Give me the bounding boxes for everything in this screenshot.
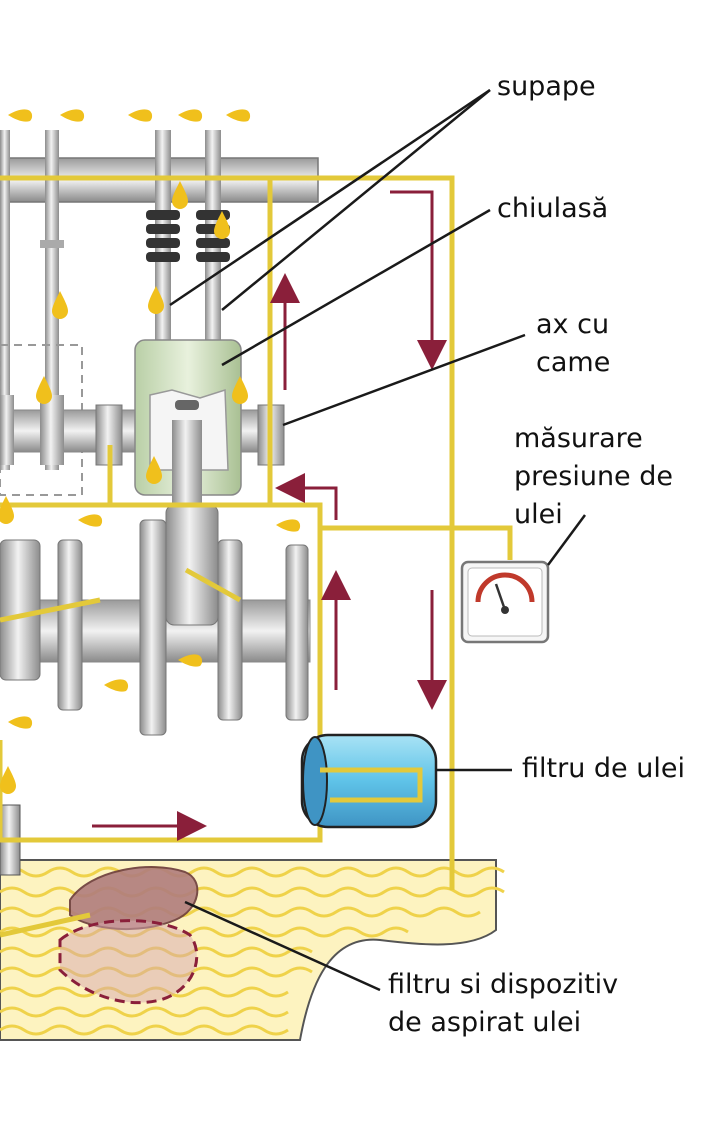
label-cylinder-head: chiulasă xyxy=(497,193,609,224)
oil-drop-icon xyxy=(104,679,129,692)
label-valves: supape xyxy=(497,71,596,102)
label-oil-filter: filtru de ulei xyxy=(522,753,685,784)
oil-drop-icon xyxy=(128,109,153,122)
valves xyxy=(0,130,230,470)
flow-arrows xyxy=(92,190,447,841)
label-pressure-gauge: măsurare presiune de ulei xyxy=(514,423,673,530)
oil-drop-icon xyxy=(60,109,85,122)
leader-lines xyxy=(169,88,587,992)
oil-filter xyxy=(300,733,438,829)
leader-valves-1 xyxy=(169,88,491,307)
label-camshaft: ax cu came xyxy=(536,309,611,378)
label-oil-pickup: filtru si dispozitiv de aspirat ulei xyxy=(388,969,619,1038)
leader-gauge xyxy=(546,514,587,566)
oil-drop-icon xyxy=(0,496,14,524)
valve-exhaust xyxy=(196,130,230,350)
leader-valves-2 xyxy=(221,89,491,311)
pressure-gauge-icon xyxy=(460,560,550,644)
oil-drop-icon xyxy=(8,716,33,729)
valve-left-1 xyxy=(0,130,10,470)
flow-arrow-icon xyxy=(390,190,447,370)
flow-arrow-icon xyxy=(275,473,338,520)
crankshaft xyxy=(0,504,311,876)
oil-drop-icon xyxy=(178,109,203,122)
oil-drop-icon xyxy=(78,514,103,527)
leader-cylinder-head xyxy=(221,208,491,367)
leader-oil-pickup xyxy=(184,900,381,992)
oil-drop-icon xyxy=(226,109,251,122)
oil-drop-icon xyxy=(8,109,33,122)
oil-drop-icon xyxy=(276,519,301,532)
leader-camshaft xyxy=(282,333,526,427)
valve-left-2 xyxy=(40,130,64,470)
cylinder-piston xyxy=(134,339,242,520)
oil-pickup-strainer xyxy=(0,866,199,1005)
